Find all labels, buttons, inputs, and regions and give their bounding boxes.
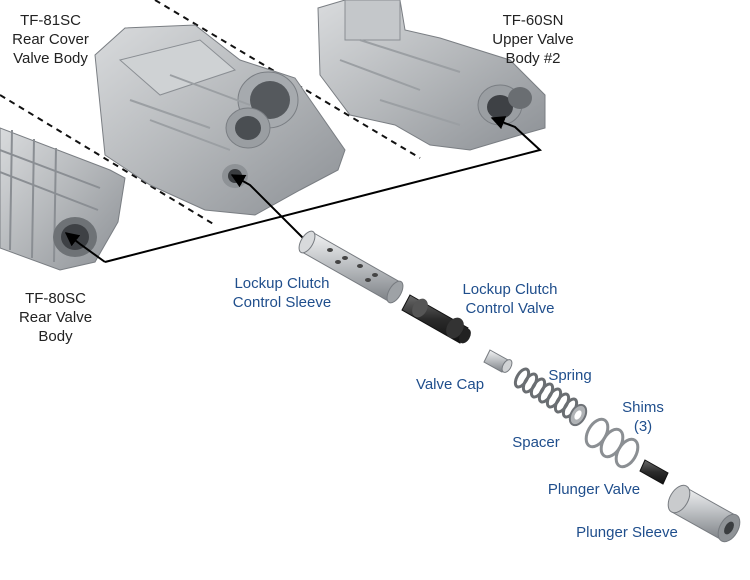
callout-tf60sn <box>104 116 543 263</box>
label-spacer: Spacer <box>512 434 560 451</box>
label-plunger-valve: Plunger Valve <box>547 481 641 498</box>
lockup-clutch-control-valve-image <box>401 294 471 344</box>
plunger-valve-image <box>639 459 669 485</box>
label-tf60sn: TF-60SN Upper Valve Body #2 <box>492 12 574 67</box>
label-valve-cap: Valve Cap <box>415 376 485 393</box>
callout-tf80sc <box>64 232 106 263</box>
label-plunger-sleeve: Plunger Sleeve <box>576 524 678 541</box>
callout-lines <box>64 116 543 263</box>
label-tf80sc: TF-80SC Rear Valve Body <box>18 290 93 345</box>
label-tf81sc: TF-81SC Rear Cover Valve Body <box>12 12 89 67</box>
tf81sc-valve-body-image <box>94 24 346 216</box>
valve-cap-image <box>483 349 513 373</box>
shims-image <box>584 417 640 469</box>
lockup-clutch-control-sleeve-image <box>298 230 404 304</box>
label-lockup-clutch-control-sleeve: Lockup Clutch Control Sleeve <box>232 275 332 311</box>
tf60sn-valve-body-image <box>317 0 546 151</box>
label-shims: Shims (3) <box>622 399 664 435</box>
plunger-sleeve-image <box>667 484 741 543</box>
spring-image <box>513 367 579 419</box>
spacer-image <box>568 403 588 427</box>
dashed-separator-left <box>0 94 216 226</box>
callout-tf81sc <box>230 174 311 246</box>
label-spring: Spring <box>548 367 592 384</box>
label-lockup-clutch-control-valve: Lockup Clutch Control Valve <box>462 281 558 317</box>
